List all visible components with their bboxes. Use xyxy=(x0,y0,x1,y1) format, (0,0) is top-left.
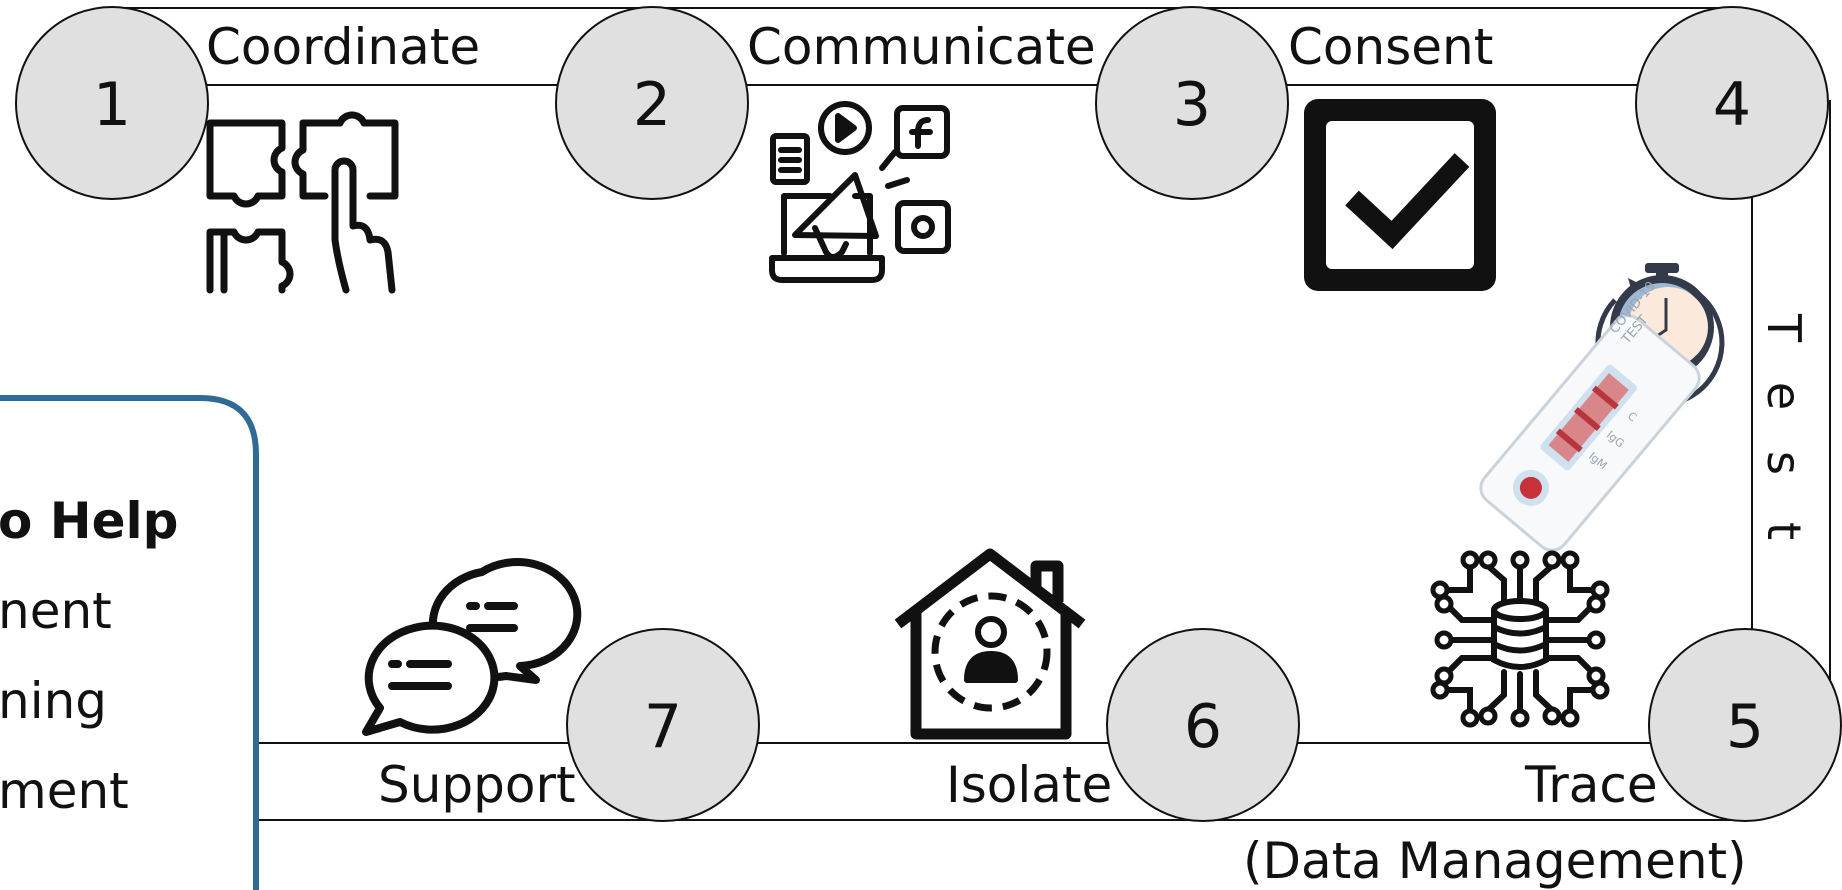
step-circle-1: 1 xyxy=(15,6,209,200)
megaphone-laptop-icon xyxy=(769,101,951,283)
help-box: o Help nent ning ment xyxy=(0,395,259,890)
step-2-number: 2 xyxy=(633,70,671,140)
step-6-label: Trace xyxy=(1524,756,1658,814)
step-circle-2: 2 xyxy=(555,6,749,200)
step-3-label: Consent xyxy=(1288,18,1493,76)
step-7-label: Isolate xyxy=(946,756,1112,814)
step-circle-6: 6 xyxy=(1106,628,1300,822)
step-circle-3: 3 xyxy=(1095,6,1289,200)
test-letter-4: t xyxy=(1757,522,1811,540)
help-box-line-2: ning xyxy=(0,672,107,730)
puzzle-hand-icon xyxy=(206,111,399,294)
checkbox-icon xyxy=(1304,99,1496,291)
help-box-title: o Help xyxy=(0,492,178,550)
chat-bubbles-icon xyxy=(362,558,582,736)
test-letter-3: s xyxy=(1757,451,1811,475)
trace-sublabel: (Data Management) xyxy=(1243,832,1747,890)
support-label: Support xyxy=(378,756,576,814)
test-letter-1: T xyxy=(1757,313,1811,343)
help-box-line-1: nent xyxy=(0,582,112,640)
home-isolation-icon xyxy=(894,548,1086,740)
help-box-line-3: ment xyxy=(0,762,129,820)
step-circle-7: 7 xyxy=(566,628,760,822)
step-1-number: 1 xyxy=(93,70,131,140)
step-2-label: Communicate xyxy=(747,18,1096,76)
step-1-label: Coordinate xyxy=(206,18,480,76)
step-circle-5: 5 xyxy=(1648,628,1842,822)
circuit-nodes xyxy=(1430,550,1610,728)
step-7-number: 7 xyxy=(644,692,682,762)
step-5-label: T e s t xyxy=(1757,313,1811,540)
step-5-number: 5 xyxy=(1726,692,1764,762)
step-6-number: 6 xyxy=(1184,692,1222,762)
database-circuit-icon xyxy=(1443,562,1597,715)
step-circle-4: 4 xyxy=(1635,6,1829,200)
test-letter-2: e xyxy=(1757,382,1811,410)
connector-lines xyxy=(110,7,1831,821)
step-4-number: 4 xyxy=(1713,70,1751,140)
step-3-number: 3 xyxy=(1173,70,1211,140)
